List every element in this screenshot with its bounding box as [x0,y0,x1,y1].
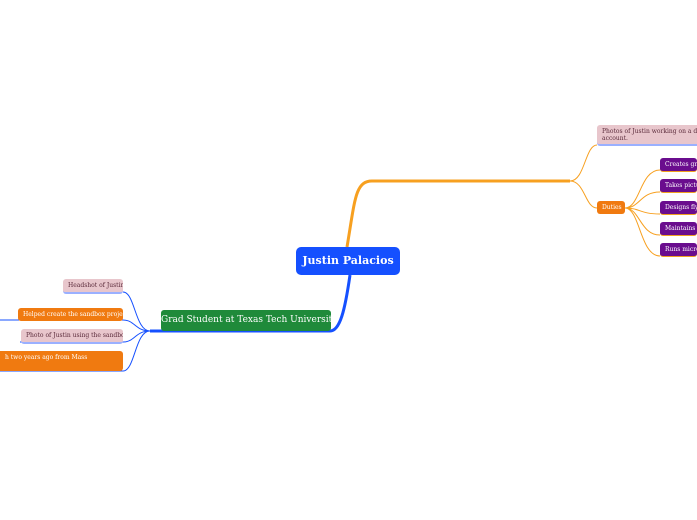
sandbox-photo-node[interactable]: Photo of Justin using the sandbox [21,329,123,344]
duty-item[interactable]: Designs fly [660,201,697,215]
duty-item[interactable]: Runs micro [660,243,697,257]
duties-node[interactable]: Duties [597,201,625,214]
grad-student-topic[interactable]: Grad Student at Texas Tech University [161,310,331,331]
duty-item[interactable]: Maintains s [660,222,697,236]
moved-node[interactable]: h two years ago from Mass [0,351,123,371]
photos-node[interactable]: Photos of Justin working on a desi accou… [597,125,697,146]
duty-item[interactable]: Takes pictu [660,179,697,193]
headshot-node[interactable]: Headshot of Justin [63,279,123,294]
sandbox-project-node[interactable]: Helped create the sandbox project. [18,308,123,321]
central-topic[interactable]: Justin Palacios [296,247,400,275]
duty-item[interactable]: Creates gra [660,158,697,172]
